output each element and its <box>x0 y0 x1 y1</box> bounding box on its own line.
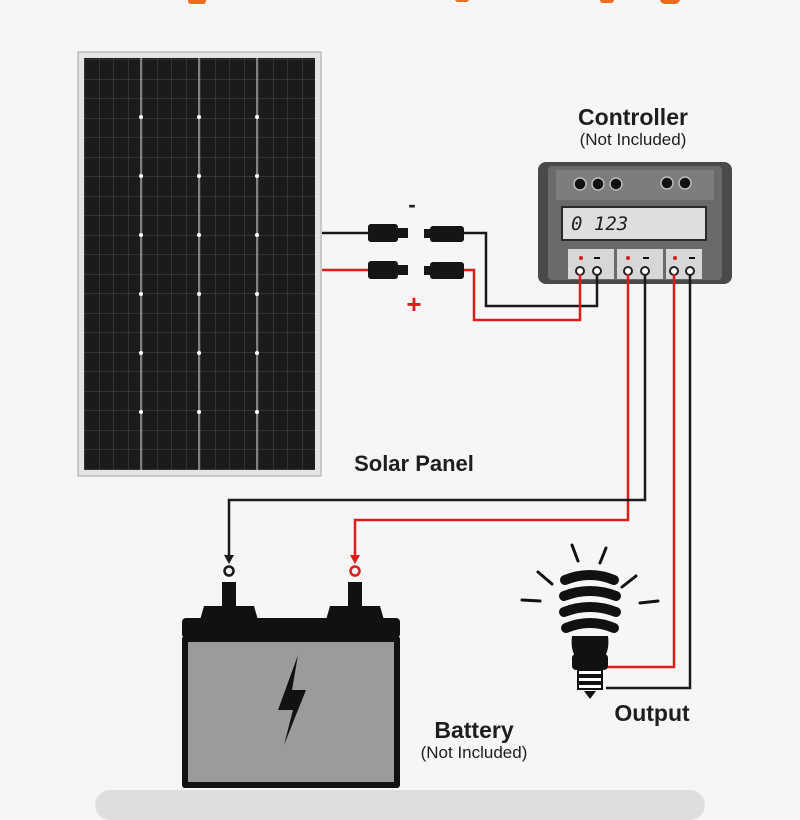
battery-negative-wire <box>227 274 647 555</box>
controller-display-text: 0 123 <box>571 213 628 235</box>
battery <box>182 565 400 788</box>
positive-sign: + <box>406 289 421 319</box>
bottom-panel <box>95 790 705 820</box>
battery-label: Battery <box>434 717 514 743</box>
load-positive-wire <box>606 274 676 669</box>
mc4-connectors <box>322 224 464 279</box>
title-remnant <box>188 0 680 4</box>
output-label: Output <box>614 700 690 726</box>
battery-positive-wire <box>353 274 630 555</box>
solar-panel-label: Solar Panel <box>354 451 474 476</box>
light-bulb-icon <box>520 543 660 699</box>
negative-sign: - <box>408 192 415 217</box>
controller-label: Controller <box>578 104 688 130</box>
battery-note: (Not Included) <box>420 743 528 762</box>
charge-controller: 0 123 <box>538 162 732 284</box>
panel-positive-wire <box>464 268 582 322</box>
wires <box>227 231 692 690</box>
controller-display <box>561 206 707 241</box>
wiring-diagram: 0 123 - + <box>77 0 732 788</box>
load-negative-wire <box>606 274 692 690</box>
controller-note: (Not Included) <box>579 130 687 149</box>
panel-negative-wire <box>464 231 599 308</box>
lightning-bolt-icon <box>278 655 306 745</box>
solar-panel <box>77 51 322 477</box>
